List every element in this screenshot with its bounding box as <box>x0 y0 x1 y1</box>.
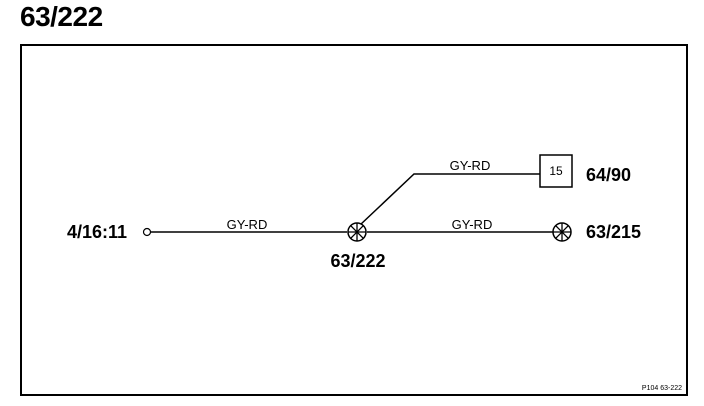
component-box-ref: 64/90 <box>586 165 631 185</box>
wire-left-label: GY-RD <box>227 217 268 232</box>
end-splice-icon <box>552 222 572 242</box>
wire-branch <box>359 173 540 226</box>
diagram-frame <box>20 44 688 396</box>
footer-ref: P104 63-222 <box>642 385 682 392</box>
page-title: 63/222 <box>20 1 103 32</box>
splice-label: 63/222 <box>330 251 385 271</box>
wire-right-label: GY-RD <box>452 217 493 232</box>
component-box-number: 15 <box>549 164 563 178</box>
start-connector-icon <box>142 227 152 237</box>
splice-icon <box>347 222 367 242</box>
start-connector-label: 4/16:11 <box>67 222 127 242</box>
component-box <box>539 154 573 188</box>
wire-branch-label: GY-RD <box>450 158 491 173</box>
end-splice-label: 63/215 <box>586 222 641 242</box>
